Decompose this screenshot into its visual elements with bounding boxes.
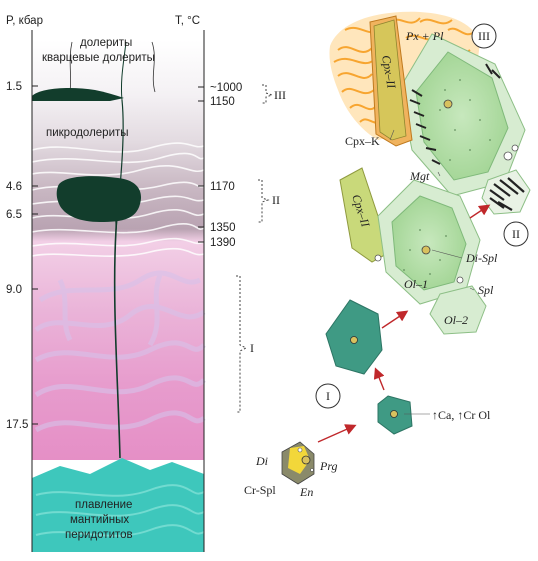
label-ol-1: Ol–1 <box>404 277 428 291</box>
label-spl: Spl <box>478 283 494 297</box>
stage-label-I-left: I <box>250 341 254 355</box>
label-ol-2: Ol–2 <box>444 313 468 327</box>
crystal-ol-2 <box>429 285 487 335</box>
label-cpx-k: Cpx–K <box>345 134 380 148</box>
label-di: Di <box>255 454 268 468</box>
evolution-arrows <box>317 204 491 443</box>
sill-upper <box>32 88 124 101</box>
label-kvarc-dolerity: кварцевые долериты <box>42 52 155 64</box>
t-tick-1150: 1150 <box>210 96 235 108</box>
t-tick-1000: ~1000 <box>210 82 242 94</box>
t-tick-1350: 1350 <box>210 222 236 234</box>
p-tick-17-5: 17.5 <box>6 419 28 431</box>
stage-circle-III-label: III <box>478 29 490 43</box>
label-melting-2: мантийных <box>70 514 129 526</box>
label-en: En <box>299 485 313 499</box>
label-mgt: Mgt <box>409 169 430 183</box>
p-tick-9-0: 9.0 <box>6 284 22 296</box>
crystal-stage-II <box>374 179 481 305</box>
stage-label-III-left: III <box>274 88 286 102</box>
label-di-spl: Di-Spl <box>465 251 498 265</box>
mantle-base <box>32 458 204 552</box>
stage-circle-II-label: II <box>512 227 520 241</box>
crust-column <box>31 30 206 552</box>
stage-circle-I <box>315 383 341 409</box>
stage-circle-III <box>471 23 497 49</box>
label-melting-1: плавление <box>75 499 132 511</box>
t-tick-1170: 1170 <box>210 181 235 193</box>
label-dolerity: долериты <box>80 37 132 49</box>
stage-circle-I-label: I <box>326 389 330 403</box>
label-melting-3: перидотитов <box>65 529 133 541</box>
t-tick-1390: 1390 <box>210 237 236 249</box>
label-pikrodolerity: пикродолериты <box>46 127 129 139</box>
p-tick-4-6: 4.6 <box>6 181 22 193</box>
p-axis-title: P, кбар <box>6 15 43 27</box>
t-axis-title: T, °C <box>175 15 200 27</box>
label-ca-cr-ol: ↑Ca, ↑Cr Ol <box>432 408 491 422</box>
label-prg: Prg <box>319 459 338 473</box>
p-tick-1-5: 1.5 <box>6 81 22 93</box>
crystal-stage-III <box>398 33 526 197</box>
sill-lower <box>56 176 142 222</box>
label-cr-spl: Cr-Spl <box>244 483 276 497</box>
stage-label-II-left: II <box>272 193 280 207</box>
label-cpx-ii-top: Cpx–II <box>379 54 399 90</box>
label-px-pl: Px + Pl <box>405 29 444 43</box>
source-assemblage <box>281 441 315 485</box>
stage-circle-II <box>503 221 529 247</box>
stage-brackets <box>236 84 274 413</box>
mantile-texture <box>34 270 206 433</box>
p-tick-6-5: 6.5 <box>6 209 22 221</box>
